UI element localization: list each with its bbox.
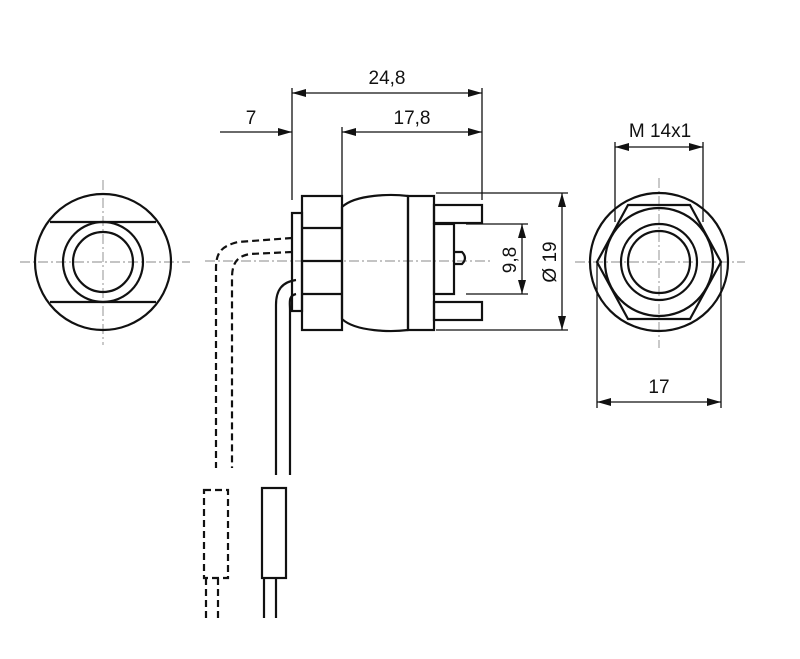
dim-label-overall-length: 24,8	[369, 68, 406, 89]
dim-label-inner-dia: 9,8	[500, 247, 521, 273]
dim-overall-length: 24,8	[291, 68, 483, 200]
front-view	[20, 180, 190, 345]
rear-view	[575, 178, 745, 348]
side-view	[202, 193, 490, 618]
dim-front-length: 7	[220, 108, 292, 136]
dim-body-length: 17,8	[341, 108, 482, 200]
dim-outer-dia: Ø 19	[436, 192, 568, 331]
dim-label-outer-dia: Ø 19	[540, 241, 561, 282]
dim-across-flats: 17	[596, 262, 722, 408]
dim-thread: M 14x1	[614, 121, 704, 222]
dim-inner-dia: 9,8	[466, 223, 528, 295]
dim-label-front-length: 7	[246, 108, 257, 129]
dim-label-across-flats: 17	[648, 377, 669, 398]
dim-label-thread: M 14x1	[629, 121, 691, 142]
dim-label-body-length: 17,8	[394, 108, 431, 129]
